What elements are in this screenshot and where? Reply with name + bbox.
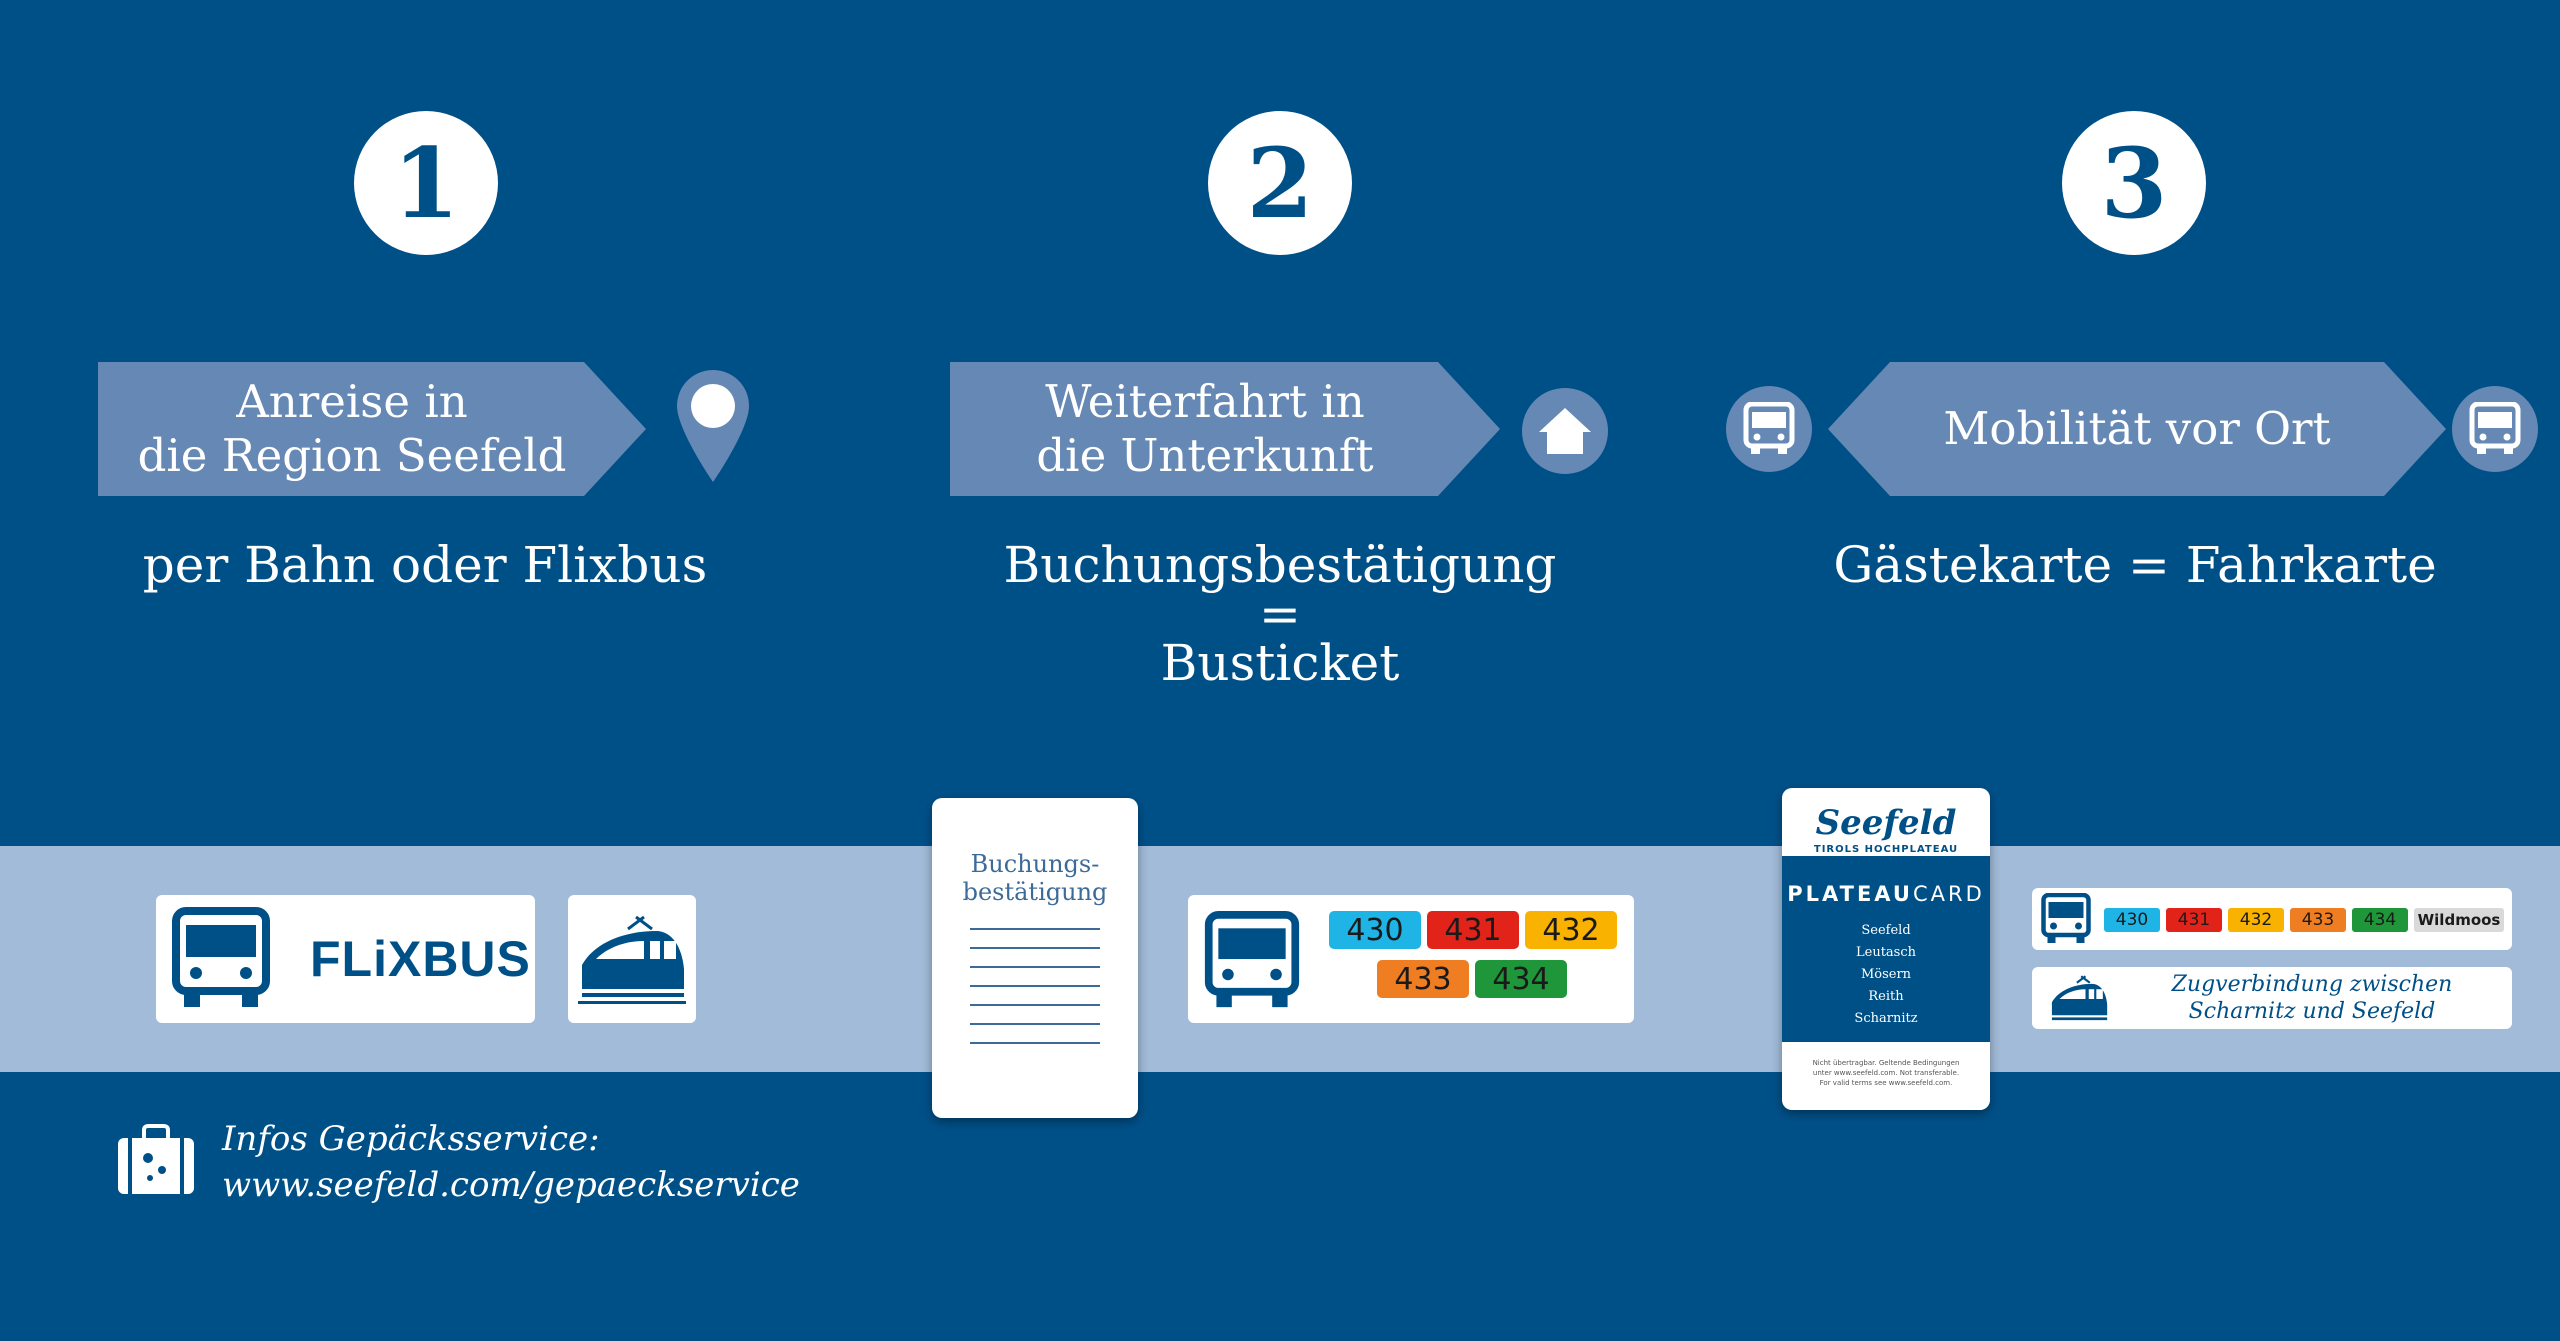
luggage-info-line1: Infos Gepäcksservice: <box>222 1119 600 1159</box>
bus-icon <box>2041 893 2091 943</box>
step-3-subtext: Gästekarte = Fahrkarte <box>1833 536 2437 594</box>
step-2-arrow-line1: Weiterfahrt in <box>1045 375 1365 428</box>
train-connection-text: Zugverbindung zwischen Scharnitz und See… <box>2122 971 2502 1025</box>
fine-print-line: Nicht übertragbar. Geltende Bedingungen <box>1812 1059 1960 1067</box>
bus-line-431-small: 431 <box>2166 908 2222 932</box>
booking-doc-line1: Buchungs- <box>970 850 1100 878</box>
step-1-number: 1 <box>354 111 498 255</box>
bus-line-432-small: 432 <box>2228 908 2284 932</box>
step-2-subtext: Buchungsbestätigung = Busticket <box>950 536 1610 692</box>
booking-document: Buchungs- bestätigung <box>932 798 1138 1118</box>
fine-print-line: unter www.seefeld.com. Not transferable. <box>1812 1069 1960 1077</box>
bus-icon-right <box>2452 386 2538 472</box>
step-1-subtext: per Bahn oder Flixbus <box>142 536 708 594</box>
place-item: Scharnitz <box>1854 1011 1918 1026</box>
plateau-card-title: PLATEAUCARD <box>1782 882 1990 906</box>
bus-line-433-small: 433 <box>2290 908 2346 932</box>
place-item: Leutasch <box>1856 945 1916 960</box>
step-3-arrow-label: Mobilität vor Ort <box>1943 402 2331 455</box>
train-connection-line2: Scharnitz und Seefeld <box>2188 999 2436 1024</box>
step-2-subtext-line1: Buchungsbestätigung <box>1003 536 1557 594</box>
suitcase-icon <box>118 1124 194 1194</box>
place-item: Seefeld <box>1861 923 1911 938</box>
bus-line-434: 434 <box>1475 960 1567 998</box>
home-icon <box>1522 388 1608 474</box>
booking-doc-line2: bestätigung <box>962 878 1108 906</box>
bus-line-431: 431 <box>1427 911 1519 949</box>
plateau-card-fine-print: Nicht übertragbar. Geltende Bedingungen … <box>1782 1042 1990 1088</box>
train-connection-card: Zugverbindung zwischen Scharnitz und See… <box>2032 967 2512 1029</box>
bus-lines-small-card: 430 431 432 433 434 Wildmoos <box>2032 888 2512 950</box>
plateau-card-title-a: PLATEAU <box>1787 882 1913 906</box>
bus-lines-card: 430 431 432 433 434 <box>1188 895 1634 1023</box>
step-2-number: 2 <box>1208 111 1352 255</box>
document-lines <box>970 928 1100 1061</box>
step-2-subtext-line2: = <box>1259 585 1301 643</box>
fine-print-line: For valid terms see www.seefeld.com. <box>1819 1079 1953 1087</box>
flixbus-card: FLiXBUS <box>156 895 535 1023</box>
seefeld-logo-sub: TIROLS HOCHPLATEAU <box>1813 844 1959 855</box>
step-3-number: 3 <box>2062 111 2206 255</box>
step-1-arrow-line1: Anreise in <box>236 375 468 428</box>
train-icon <box>578 915 686 1004</box>
plateau-card: Seefeld TIROLS HOCHPLATEAU PLATEAUCARD S… <box>1782 788 1990 1110</box>
location-pin-icon <box>677 370 749 482</box>
step-2-arrow-line2: die Unterkunft <box>1036 429 1374 482</box>
bus-line-434-small: 434 <box>2352 908 2408 932</box>
train-icon <box>2051 975 2108 1021</box>
wildmoos-badge: Wildmoos <box>2414 908 2504 932</box>
luggage-info: Infos Gepäcksservice: www.seefeld.com/ge… <box>222 1116 800 1208</box>
bus-icon-left <box>1726 386 1812 472</box>
step-1-arrow-line2: die Region Seefeld <box>137 429 567 482</box>
train-card <box>568 895 696 1023</box>
plateau-card-places: Seefeld Leutasch Mösern Reith Scharnitz <box>1782 920 1990 1030</box>
luggage-info-link[interactable]: www.seefeld.com/gepaeckservice <box>222 1165 800 1205</box>
bus-icon <box>1204 911 1300 1008</box>
bus-line-432: 432 <box>1525 911 1617 949</box>
seefeld-logo: Seefeld <box>1815 803 1957 843</box>
flixbus-logo: FLiXBUS <box>310 931 531 987</box>
plateau-card-title-b: CARD <box>1912 882 1985 906</box>
bus-line-430-small: 430 <box>2104 908 2160 932</box>
bus-line-433: 433 <box>1377 960 1469 998</box>
step-3-arrow: Mobilität vor Ort <box>1828 362 2446 496</box>
bus-line-430: 430 <box>1329 911 1421 949</box>
train-connection-line1: Zugverbindung zwischen <box>2171 972 2453 997</box>
place-item: Mösern <box>1860 967 1912 982</box>
place-item: Reith <box>1868 989 1904 1004</box>
step-2-subtext-line3: Busticket <box>1160 634 1400 692</box>
bus-icon <box>172 907 270 1007</box>
